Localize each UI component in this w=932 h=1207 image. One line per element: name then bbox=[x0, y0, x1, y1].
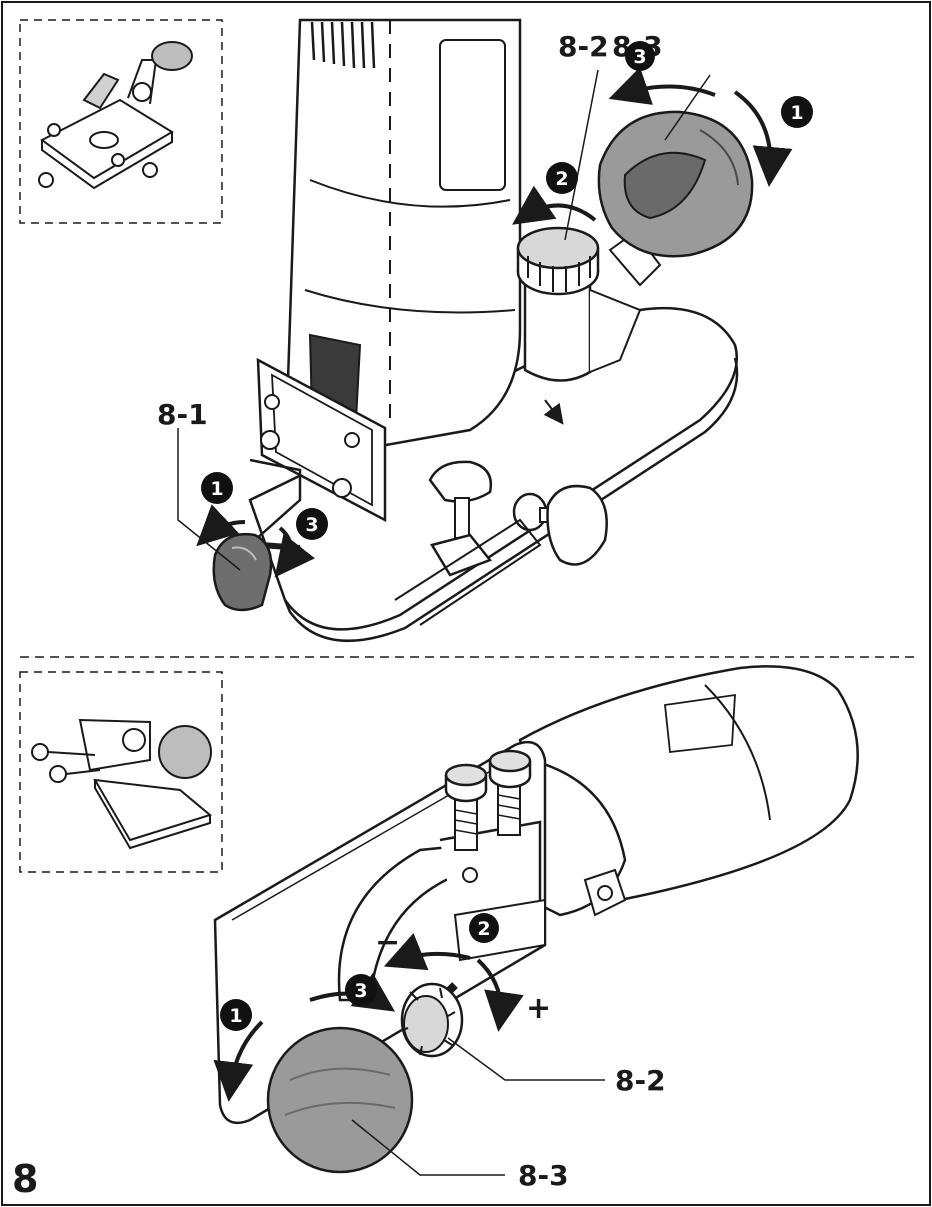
step-badge-2-knob-bottom: 2 bbox=[469, 913, 499, 943]
svg-text:2: 2 bbox=[555, 168, 568, 190]
svg-text:3: 3 bbox=[633, 46, 646, 68]
step-badge-2-knob: 2 bbox=[546, 162, 578, 194]
leader-8-1 bbox=[177, 428, 241, 571]
arrow-fence-loosen bbox=[196, 504, 246, 547]
label-8-2-bottom: 8-2 bbox=[615, 1064, 666, 1097]
depth-lock-knob-top bbox=[516, 226, 600, 296]
step-badge-3-handle: 3 bbox=[625, 41, 655, 71]
svg-text:1: 1 bbox=[210, 478, 223, 500]
figure-number: 8 bbox=[12, 1157, 38, 1201]
center-thumb-screw bbox=[428, 460, 493, 577]
leader-8-2-top bbox=[564, 69, 599, 241]
step-badge-1-handle-bottom: 1 bbox=[220, 999, 252, 1031]
arrow-knob-increase bbox=[476, 958, 524, 1032]
depth-adjust-handle-bottom bbox=[266, 1026, 414, 1174]
depth-adjust-handle-top bbox=[597, 110, 754, 287]
arrow-knob-decrease bbox=[383, 933, 471, 971]
label-8-1: 8-1 bbox=[157, 398, 208, 431]
arrow-handle-loosen bbox=[213, 1020, 264, 1102]
minus-sign: − bbox=[375, 925, 400, 960]
arrow-handle-rotate bbox=[733, 90, 793, 187]
arrow-fence-tighten bbox=[274, 526, 316, 578]
svg-text:2: 2 bbox=[477, 918, 490, 940]
leader-8-2-bottom bbox=[447, 1037, 605, 1081]
arrow-knob-rotate bbox=[512, 185, 597, 225]
leader-8-3-top bbox=[664, 74, 711, 141]
inset-knob bbox=[132, 82, 152, 102]
plus-sign: + bbox=[526, 991, 551, 1026]
svg-text:3: 3 bbox=[305, 514, 318, 536]
svg-text:1: 1 bbox=[229, 1005, 242, 1027]
step-badge-1-handle: 1 bbox=[781, 96, 813, 128]
label-8-2-top: 8-2 bbox=[558, 30, 609, 63]
step-badge-1-fence: 1 bbox=[201, 472, 233, 504]
top-inset-thumbnail bbox=[19, 19, 223, 224]
inset-knurl bbox=[122, 728, 146, 752]
step-badge-3-handle-bottom: 3 bbox=[345, 974, 377, 1006]
leader-8-3-bottom bbox=[351, 1119, 505, 1176]
vent-grille bbox=[310, 21, 376, 69]
label-8-3-bottom: 8-3 bbox=[518, 1159, 569, 1192]
step-badge-3-fence: 3 bbox=[296, 508, 328, 540]
twin-adjust-screws bbox=[444, 749, 532, 851]
svg-text:1: 1 bbox=[790, 102, 803, 124]
base-plate bbox=[248, 306, 739, 631]
svg-text:3: 3 bbox=[354, 980, 367, 1002]
arrow-handle-reverse bbox=[608, 67, 716, 105]
depth-lock-knob-bottom bbox=[400, 982, 464, 1058]
bottom-inset-thumbnail bbox=[19, 671, 223, 873]
bottom-router-illustration bbox=[213, 665, 859, 1174]
top-router-illustration bbox=[212, 18, 754, 643]
fence-bracket bbox=[256, 357, 387, 523]
